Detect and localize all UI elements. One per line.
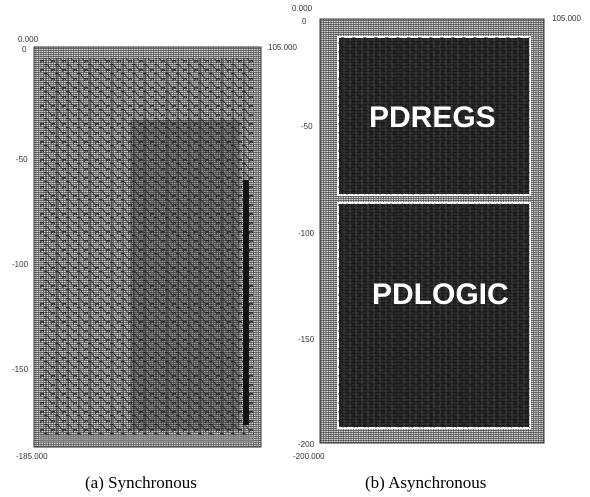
y-tick-label: -150	[12, 365, 29, 374]
region-label-pdlogic: PDLOGIC	[372, 278, 509, 311]
corner-label-top-right: 105.000	[552, 14, 581, 23]
y-tick-label: -50	[16, 155, 28, 164]
bottom-rail	[40, 435, 254, 443]
corner-label-top-left: 0.000	[18, 35, 39, 44]
panel-synchronous: 0.000 105.000 -185.000 0 -50 -100 -150 (…	[12, 35, 297, 492]
y-tick-label: -150	[298, 335, 315, 344]
y-tick-label: 0	[22, 45, 27, 54]
panel-asynchronous: 0.000 105.000 -200.000 50 0 -50 -100 -15…	[292, 4, 581, 492]
dense-cell-area	[130, 120, 240, 430]
pdregs-routing	[338, 37, 530, 195]
y-tick-label: 0	[302, 17, 307, 26]
region-label-pdregs: PDREGS	[369, 101, 496, 134]
y-tick-label: -100	[298, 229, 315, 238]
corner-label-top-left: 0.000	[292, 4, 313, 13]
y-tick-label: -50	[301, 122, 313, 131]
corner-label-bottom-left: -200.000	[293, 452, 325, 461]
routing-area	[40, 58, 254, 435]
caption-b: (b) Asynchronous	[365, 473, 486, 492]
y-tick-label: -200	[298, 440, 315, 449]
corner-label-top-right: 105.000	[268, 43, 297, 52]
dense-column	[243, 180, 249, 425]
caption-a: (a) Synchronous	[85, 473, 197, 492]
y-tick-label: -100	[12, 260, 29, 269]
corner-label-bottom-left: -185.000	[16, 452, 48, 461]
pdlogic-routing	[338, 203, 530, 428]
